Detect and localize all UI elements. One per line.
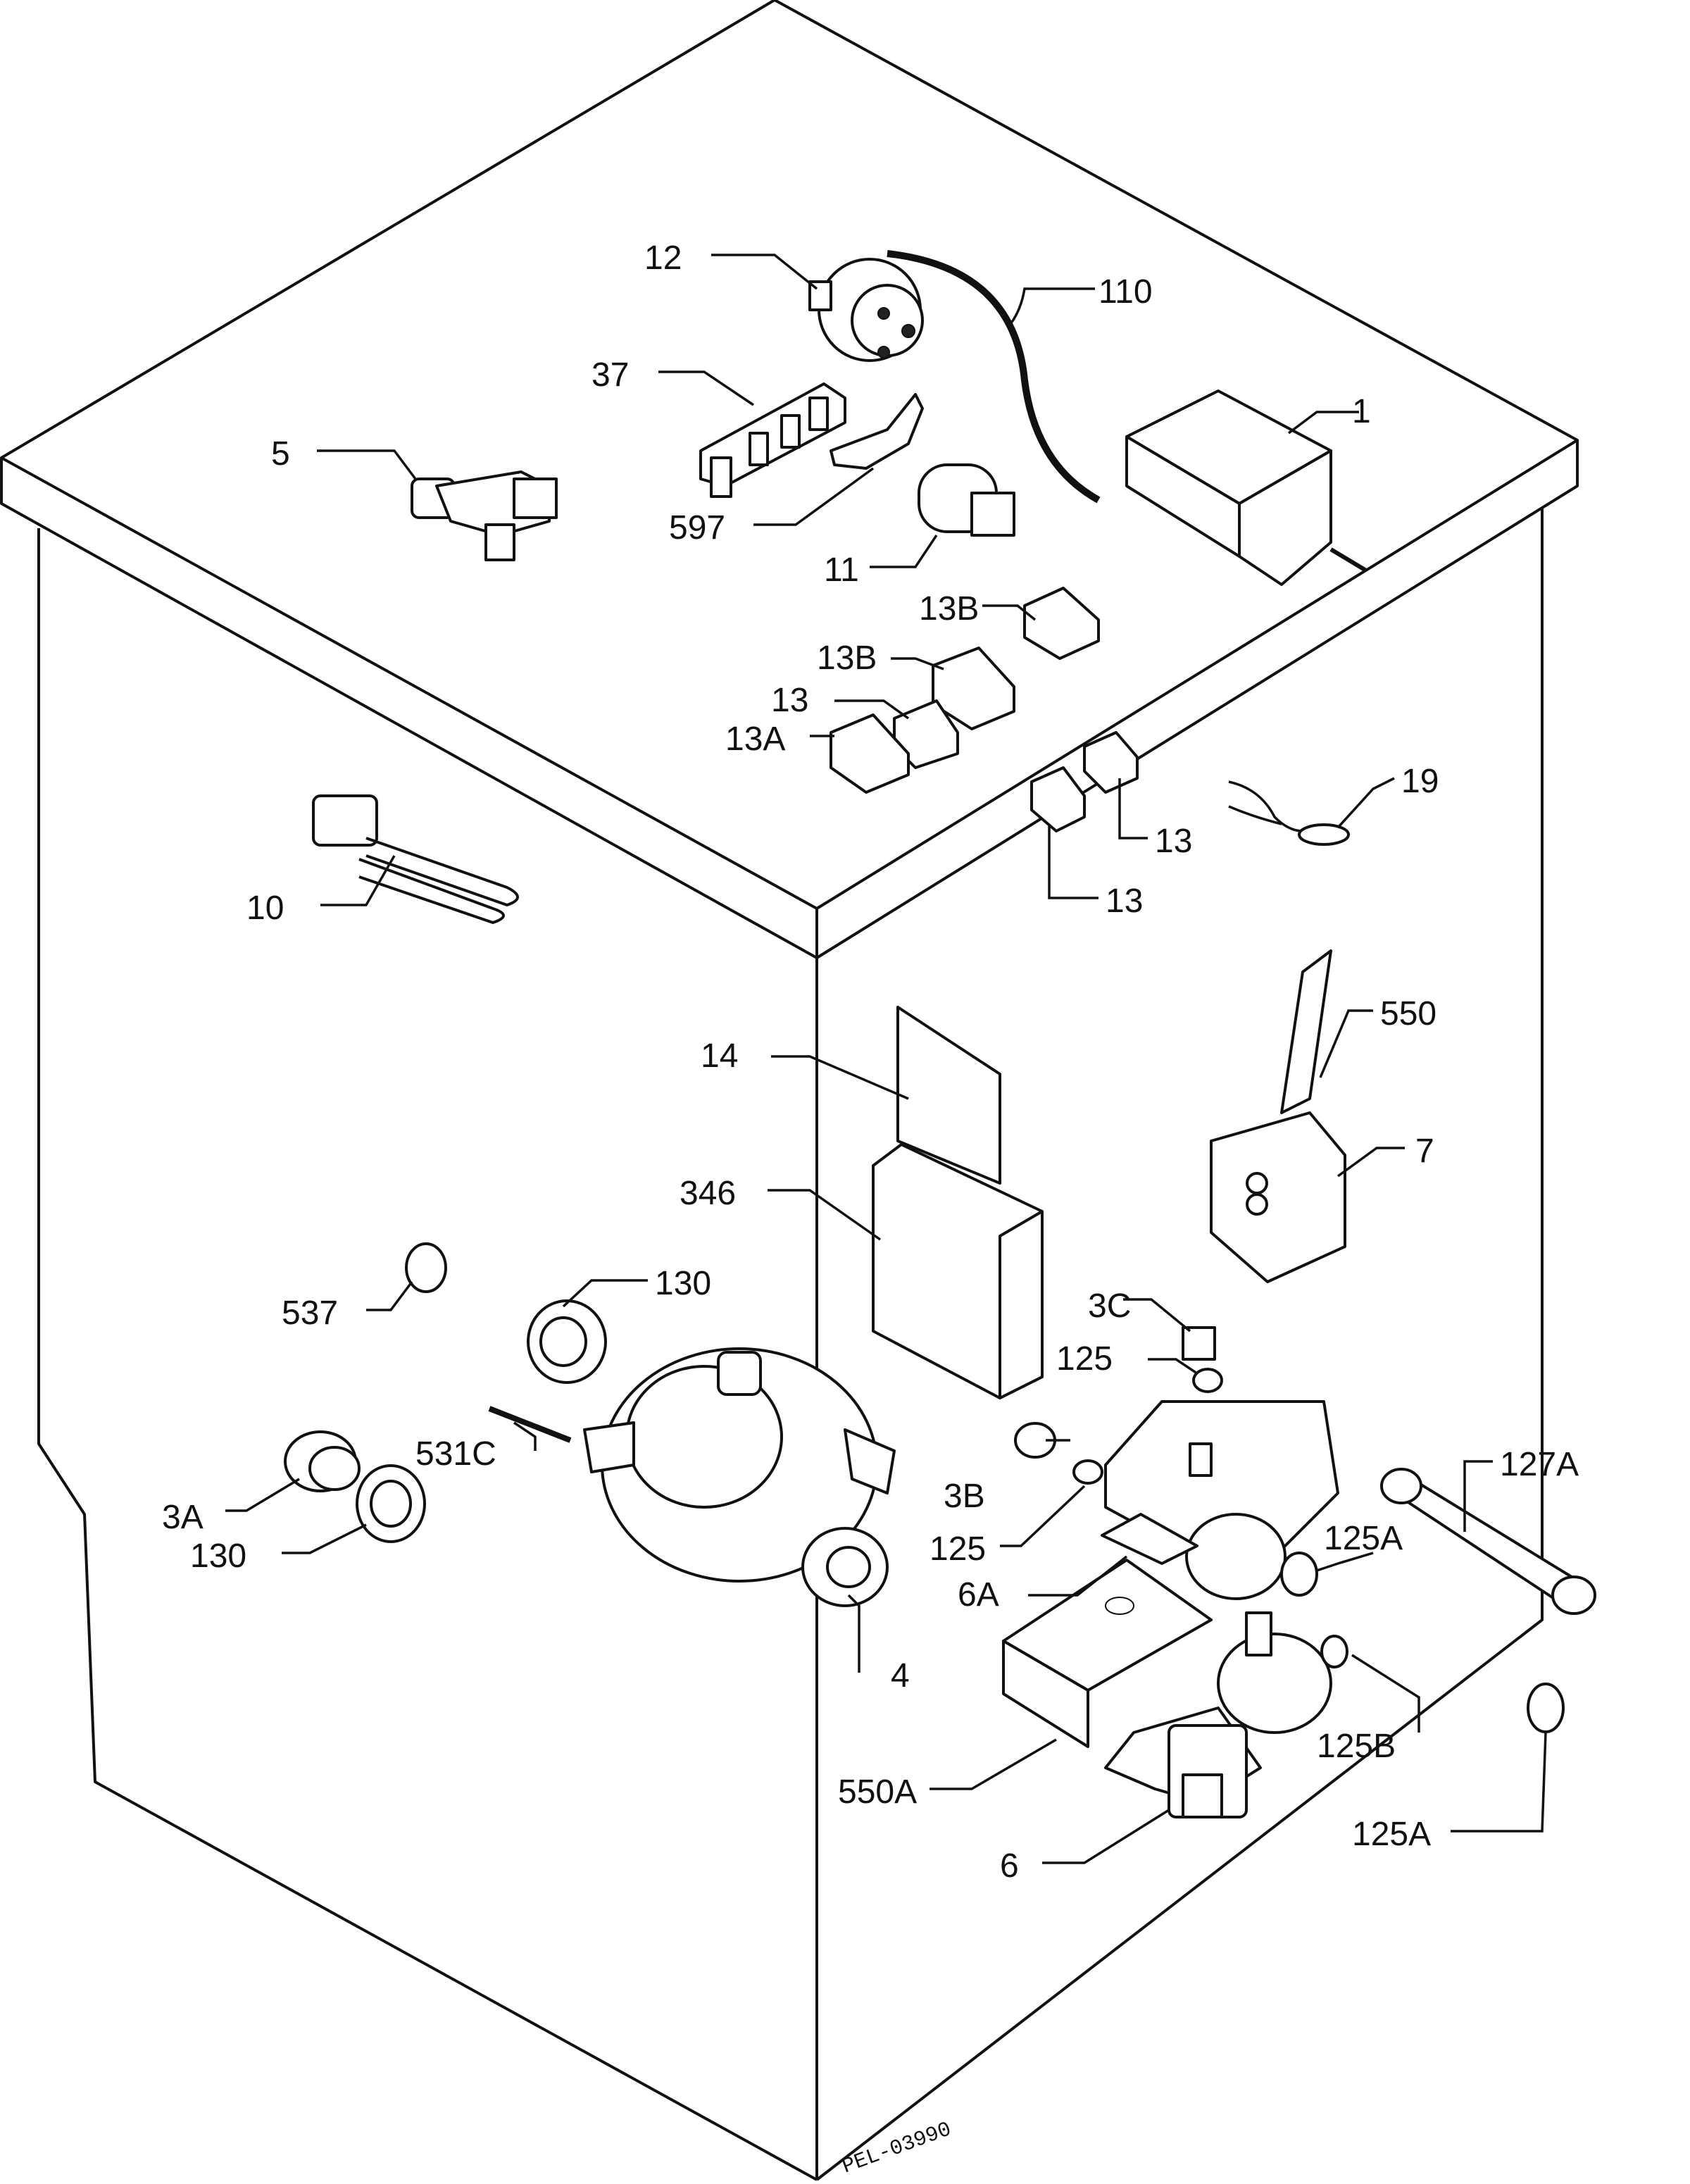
motor-part [583, 1347, 896, 1607]
screw-part [488, 1406, 572, 1443]
terminal-block-part [699, 382, 846, 498]
label-11: 11 [824, 551, 859, 589]
door-interlock-part [1210, 949, 1346, 1283]
heater-part [312, 794, 519, 924]
label-550a: 550A [838, 1773, 917, 1811]
label-537: 537 [282, 1294, 338, 1332]
label-5: 5 [271, 435, 290, 473]
grommet-537-part [405, 1242, 447, 1293]
leader-lines [225, 254, 1547, 1864]
dispenser-part [872, 1006, 1044, 1399]
label-550: 550 [1380, 995, 1436, 1032]
pressure-switch-part [808, 258, 924, 362]
label-6a: 6A [958, 1576, 999, 1614]
valve-part [411, 470, 558, 561]
label-130-lower: 130 [190, 1537, 246, 1575]
label-125a-upper: 125A [1324, 1520, 1403, 1557]
seal-125b-part [1320, 1635, 1348, 1668]
grommet-130-upper-part [527, 1299, 607, 1384]
sensor-3a-part [284, 1430, 361, 1492]
clip-part [830, 393, 924, 470]
part-labels: 1 3A 3B 3C 4 5 6 6A 7 10 11 12 13 13 13 … [162, 239, 1579, 1885]
label-125a-lower: 125A [1352, 1816, 1431, 1853]
cabinet-top [0, 0, 1579, 910]
hose-part [887, 250, 1101, 504]
label-37: 37 [592, 356, 629, 394]
connectors-part-group [830, 587, 1139, 832]
label-125-upper: 125 [1056, 1340, 1113, 1378]
bracket-6a-part [1101, 1513, 1198, 1565]
label-13a: 13A [725, 720, 785, 758]
label-130-upper: 130 [655, 1265, 711, 1302]
label-7: 7 [1415, 1132, 1434, 1170]
label-3c: 3C [1088, 1287, 1131, 1325]
label-125b: 125B [1317, 1728, 1396, 1765]
seal-125a-lower-part [1527, 1683, 1565, 1733]
sensor-part [1228, 780, 1350, 846]
label-10: 10 [246, 890, 284, 927]
label-4: 4 [891, 1657, 910, 1695]
cover-550a-part [1002, 1559, 1213, 1748]
label-12: 12 [644, 239, 682, 277]
cabinet-left-side [37, 528, 818, 2181]
programmer-part [1125, 389, 1367, 586]
grommet-130-lower-part [356, 1464, 426, 1543]
label-13-left: 13 [771, 682, 808, 719]
label-531c: 531C [415, 1435, 496, 1473]
label-13b-lower: 13B [817, 639, 877, 677]
cabinet-right-side [815, 507, 1544, 2181]
label-6: 6 [1000, 1847, 1019, 1885]
seal-125a-upper-part [1280, 1552, 1318, 1597]
label-13-right: 13 [1155, 823, 1192, 860]
label-597: 597 [669, 509, 725, 547]
label-3a: 3A [162, 1499, 204, 1536]
pipe-127a-part [1380, 1468, 1596, 1615]
label-13-bottom: 13 [1106, 882, 1143, 920]
label-1: 1 [1352, 393, 1371, 430]
label-19: 19 [1401, 763, 1439, 800]
label-346: 346 [680, 1175, 736, 1212]
pump-sensors-part-group [1014, 1326, 1223, 1485]
label-13b-upper: 13B [919, 590, 979, 628]
label-3b: 3B [944, 1478, 985, 1515]
label-110: 110 [1098, 273, 1153, 311]
label-14: 14 [701, 1037, 738, 1075]
cabinet-outline [0, 0, 1579, 2181]
label-127a: 127A [1500, 1446, 1579, 1483]
label-125-lower: 125 [930, 1530, 986, 1568]
capacitor-part [918, 463, 1015, 537]
drain-pump-part [1104, 1611, 1332, 1818]
